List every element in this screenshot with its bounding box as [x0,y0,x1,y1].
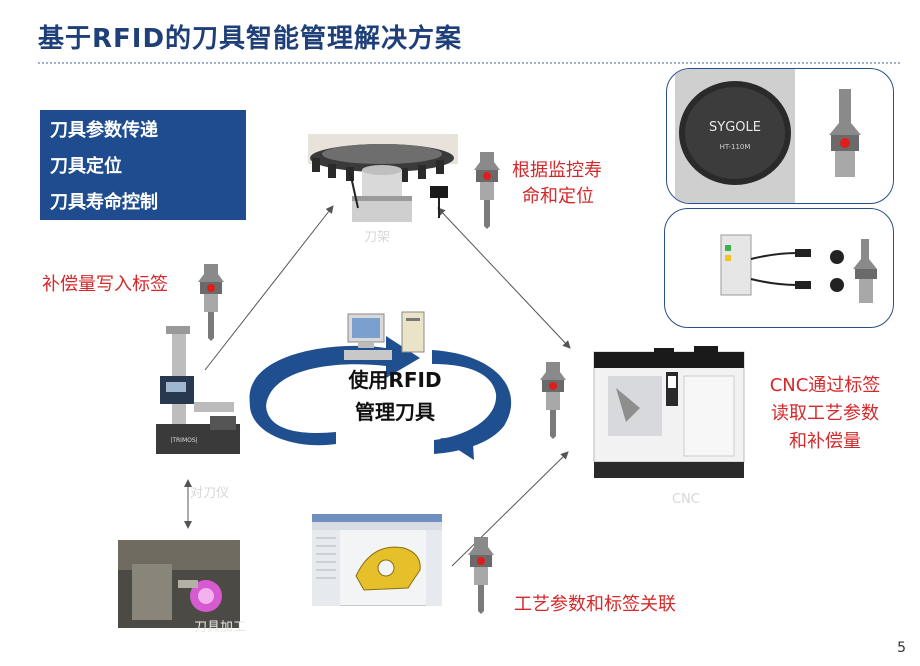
computer-icon [344,311,425,360]
cad-screenshot-image [312,514,442,606]
tag-model-text: HT-110M [720,143,751,151]
cnc-read-label: CNC通过标签 读取工艺参数 和补偿量 [769,375,881,452]
tool-holder-icon [468,537,494,614]
presetter-image: |TRIMOS| [156,326,240,454]
arrow-magazine-cnc [437,207,571,349]
process-label: 工艺参数和标签关联 [514,594,676,615]
cycle-arrow-right [432,350,512,454]
feature-item: 刀具参数传递 [50,120,158,141]
rfid-tag-image: SYGOLE HT-110M [675,69,861,203]
presetter-brand-text: |TRIMOS| [170,437,197,444]
feature-item: 刀具定位 [50,156,122,177]
cycle-arrow-lower-head [440,428,474,460]
tool-holder-icon [474,152,500,229]
tool-holder-icon [540,362,566,439]
cnc-machine-image [593,346,745,478]
page-number: 5 [897,640,906,656]
tool-magazine-image [308,134,458,222]
tag-brand-text: SYGOLE [709,120,761,135]
rfid-reader-image [720,234,877,303]
rfid-tag-panel: SYGOLE HT-110M [666,68,894,204]
tool-holder-icon [198,264,224,341]
arrow-presetter-to-magazine [204,205,334,371]
arrow-cad-to-cnc [451,451,569,567]
page-title: 基于RFID的刀具智能管理解决方案 [38,24,463,54]
magazine-caption: 刀架 [364,230,391,245]
title-divider [38,62,900,64]
grinder-caption: 刀具加工 [194,620,247,635]
rfid-reader-panel [664,208,894,328]
cnc-caption: CNC [672,492,700,507]
cycle-arrow-left [249,400,336,446]
grinder-image [118,540,240,628]
compensation-label: 补偿量写入标签 [42,274,168,295]
monitor-label: 根据监控寿 命和定位 [512,160,602,207]
feature-list: 刀具参数传递 刀具定位 刀具寿命控制 [40,110,246,220]
center-label: 使用RFID 管理刀具 [348,368,442,424]
presetter-caption: 对刀仪 [190,486,230,501]
feature-item: 刀具寿命控制 [50,192,158,213]
